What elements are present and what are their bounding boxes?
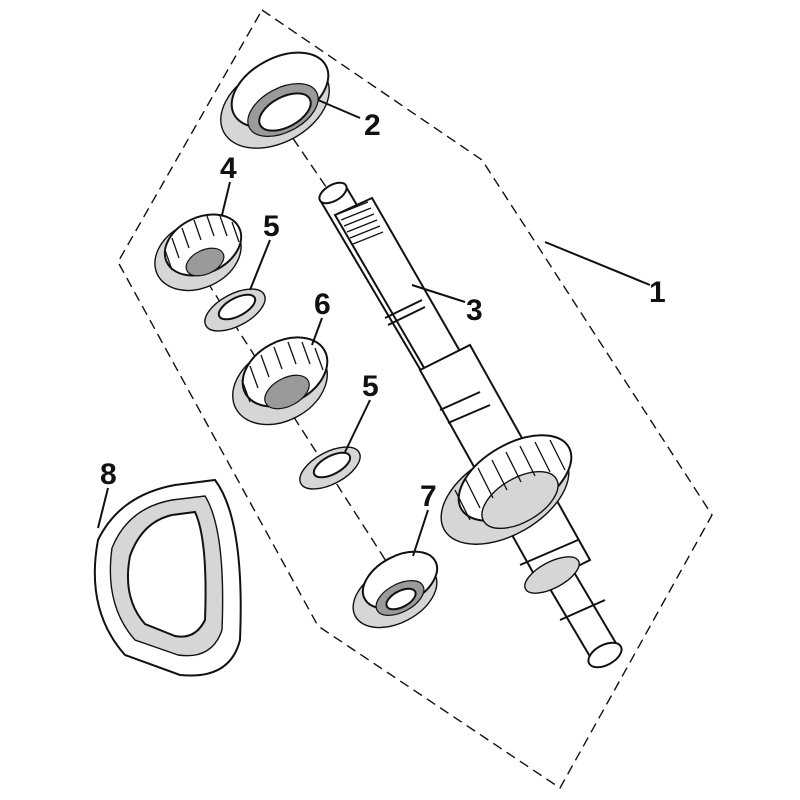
middle-gear — [232, 336, 329, 426]
callout-5-upper: 5 — [263, 210, 280, 243]
callout-5-lower: 5 — [362, 370, 379, 403]
callout-1: 1 — [649, 276, 666, 309]
callout-6: 6 — [314, 288, 331, 321]
upper-washer — [204, 288, 266, 332]
callout-4: 4 — [220, 152, 237, 185]
callout-2: 2 — [364, 109, 381, 142]
upper-bearing — [220, 51, 330, 149]
leader-lines — [97, 99, 651, 557]
lower-washer — [299, 446, 361, 490]
shaft-drive-gear — [440, 434, 573, 545]
gasket — [93, 478, 242, 677]
shaft-splines — [337, 201, 384, 245]
callout-3: 3 — [466, 294, 483, 327]
lower-bearing — [352, 550, 439, 629]
assembly-boundary — [117, 8, 713, 790]
callout-8: 8 — [100, 458, 117, 491]
callout-7: 7 — [420, 480, 437, 513]
small-gear — [154, 213, 243, 292]
